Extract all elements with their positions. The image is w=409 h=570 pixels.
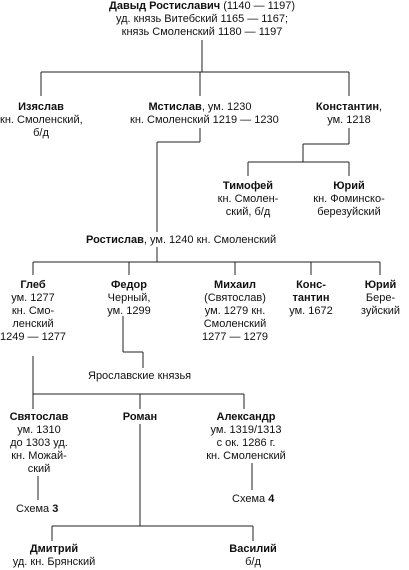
node-name: Тимофей [222, 180, 274, 192]
node-name: Константин [315, 101, 380, 113]
node-detail: Бере- [365, 292, 396, 304]
node-name: Глеб [20, 279, 46, 291]
node-name: Юрий [333, 180, 365, 192]
node-detail: березуйский [317, 206, 381, 218]
node-detail: кн. Фоминско- [313, 193, 385, 205]
node-konstantin-1: Константин, ум. 1218 [306, 101, 392, 127]
node-detail: Схема [232, 493, 269, 505]
node-detail: Схема [16, 503, 53, 515]
node-detail: (Святослав) [204, 292, 266, 304]
node-detail: кн. Можай- [11, 450, 67, 462]
node-detail: ум. 1277 [11, 292, 55, 304]
node-name: Михаил [214, 279, 256, 291]
node-name: Роман [122, 411, 158, 423]
node-detail: кн. Смоленский, [0, 114, 83, 126]
node-detail: зуйский [360, 305, 401, 317]
node-name: Давыд Ростиславич [109, 0, 221, 12]
node-name: Федор [111, 279, 147, 291]
node-fedor: Федор Черный, ум. 1299 [96, 279, 162, 318]
node-mstislav: Мстислав, ум. 1230 кн. Смоленский 1219 —… [130, 101, 279, 127]
node-david: Давыд Ростиславич (1140 — 1197) уд. княз… [88, 0, 316, 39]
node-vasily: Василий б/д [218, 543, 288, 569]
node-detail: ум. 1672 [289, 305, 333, 317]
node-detail: б/д [245, 556, 261, 568]
node-detail: Ярославские князья [88, 370, 192, 382]
schema-4-link: Схема 4 [232, 493, 274, 506]
node-detail: до 1303 уд. [10, 437, 68, 449]
node-roman: Роман [110, 411, 170, 424]
node-detail: (1140 — 1197) [220, 0, 295, 12]
node-detail: кн. Смолен- [217, 193, 279, 205]
node-name: Василий [229, 543, 277, 555]
node-timofey: Тимофей кн. Смолен- ский, б/д [210, 180, 286, 219]
node-detail: Смоленский [203, 318, 267, 330]
node-detail: б/д [33, 127, 49, 139]
node-rostislav: Ростислав, ум. 1240 кн. Смоленский [86, 234, 276, 247]
node-detail: кн. Смо- [11, 305, 55, 317]
schema-number: 4 [268, 493, 275, 505]
node-svyatoslav: Святослав ум. 1310 до 1303 уд. кн. Можай… [0, 411, 78, 476]
node-name: Конс- [296, 279, 326, 291]
node-name: Ростислав [86, 234, 144, 246]
node-mikhail: Михаил (Святослав) ум. 1279 кн. Смоленск… [192, 279, 278, 344]
schema-number: 3 [52, 503, 59, 515]
node-name: Изяслав [18, 101, 64, 113]
node-detail: кн. Смоленский 1219 — 1230 [130, 114, 279, 126]
node-name: Дмитрий [29, 543, 79, 555]
node-detail: ум. 1319/1313 [210, 424, 282, 436]
schema-3-link: Схема 3 [16, 503, 58, 516]
node-detail: ский [27, 463, 51, 475]
node-yuri-2: Юрий Бере- зуйский [352, 279, 409, 318]
node-detail: , ум. 1230 [201, 101, 252, 113]
node-name: Александр [216, 411, 276, 423]
node-gleb: Глеб ум. 1277 кн. Смо- ленский 1249 — 12… [0, 279, 66, 344]
node-detail: ский, б/д [225, 206, 271, 218]
node-name: тантин [292, 292, 330, 304]
node-detail: Черный, [107, 292, 151, 304]
node-detail: 1249 — 1277 [0, 331, 67, 343]
node-detail: с ок. 1286 г. [216, 437, 276, 449]
node-name: Святослав [9, 411, 69, 423]
node-izyaslav: Изяслав кн. Смоленский, б/д [0, 101, 83, 140]
node-konstantin-2: Конс- тантин ум. 1672 [281, 279, 341, 318]
node-detail: , [379, 101, 383, 113]
node-detail: ленский [12, 318, 54, 330]
node-yuri-1: Юрий кн. Фоминско- березуйский [304, 180, 394, 219]
node-detail: , ум. 1240 кн. Смоленский [143, 234, 277, 246]
node-detail: кн. Смоленский [206, 450, 286, 462]
node-dmitry: Дмитрий уд. кн. Брянский [0, 543, 108, 569]
node-detail: уд. князь Витебский 1165 — 1167; [115, 13, 289, 25]
node-detail: ум. 1310 [17, 424, 61, 436]
node-detail: ум. 1218 [327, 114, 371, 126]
node-detail: князь Смоленский 1180 — 1197 [121, 26, 283, 38]
label-yaroslavl-princes: Ярославские князья [88, 370, 191, 383]
node-detail: уд. кн. Брянский [12, 556, 96, 568]
node-detail: 1277 — 1279 [201, 331, 269, 343]
node-name: Мстислав [148, 101, 202, 113]
node-detail: ум. 1279 кн. [204, 305, 266, 317]
node-name: Юрий [364, 279, 397, 291]
node-alexandr: Александр ум. 1319/1313 с ок. 1286 г. кн… [196, 411, 296, 463]
node-detail: ум. 1299 [107, 305, 151, 317]
